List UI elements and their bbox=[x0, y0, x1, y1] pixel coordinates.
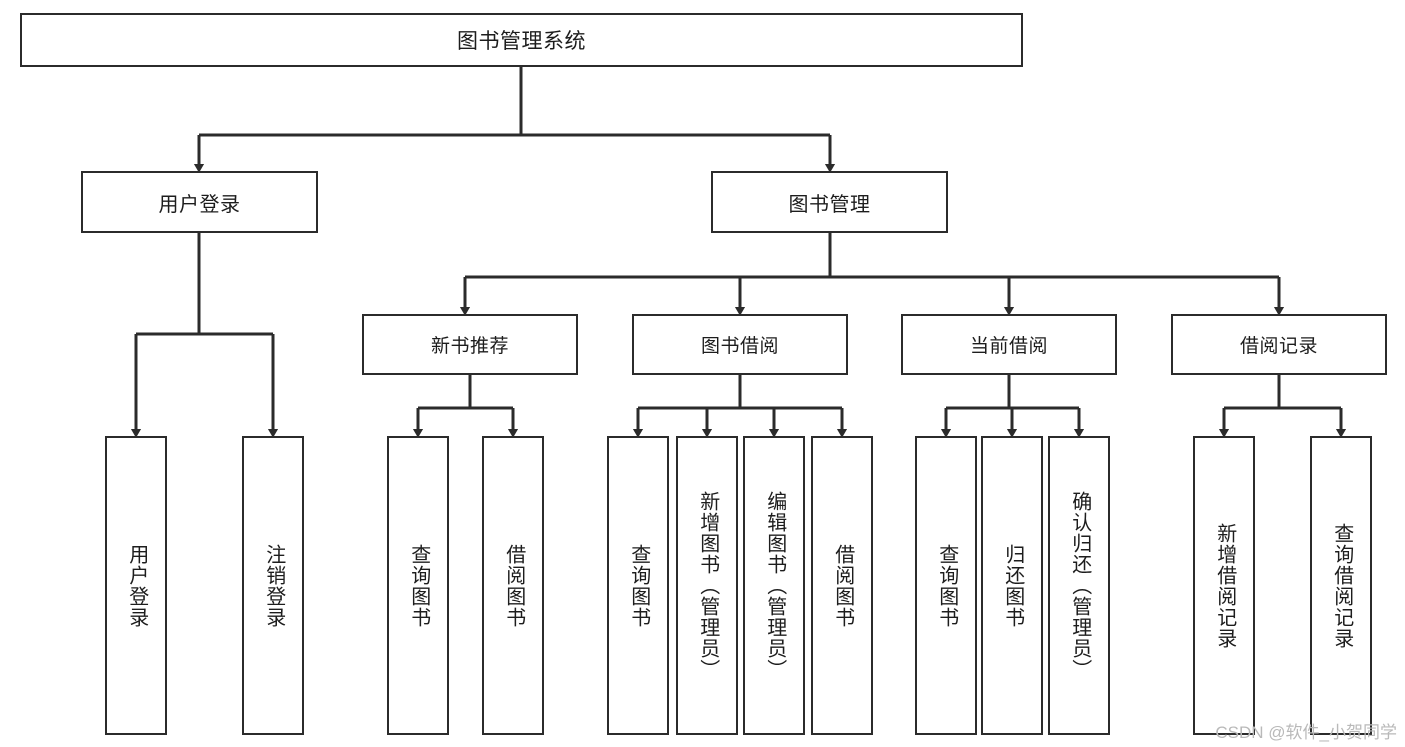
leaf-current-borrow-return[interactable]: 归还图书 bbox=[981, 436, 1043, 735]
leaf-book-borrow-query[interactable]: 查询图书 bbox=[607, 436, 669, 735]
leaf-user-login-login[interactable]: 用户登录 bbox=[105, 436, 167, 735]
leaf-new-book-query[interactable]: 查询图书 bbox=[387, 436, 449, 735]
leaf-current-borrow-confirm[interactable]: 确认归还（管理员） bbox=[1048, 436, 1110, 735]
node-label: 当前借阅 bbox=[969, 336, 1048, 357]
node-label: 查询图书 bbox=[935, 543, 958, 628]
node-new-book-recommend[interactable]: 新书推荐 bbox=[362, 314, 578, 375]
node-label: 注销登录 bbox=[262, 543, 285, 628]
leaf-borrow-record-query[interactable]: 查询借阅记录 bbox=[1310, 436, 1372, 735]
node-label: 用户登录 bbox=[158, 193, 241, 216]
node-book-borrow[interactable]: 图书借阅 bbox=[632, 314, 848, 375]
node-label: 新书推荐 bbox=[430, 336, 509, 357]
node-label: 借阅记录 bbox=[1239, 336, 1318, 357]
node-borrow-record[interactable]: 借阅记录 bbox=[1171, 314, 1387, 375]
node-label: 编辑图书（管理员） bbox=[763, 491, 786, 680]
node-label: 借阅图书 bbox=[502, 543, 525, 628]
node-book-management[interactable]: 图书管理 bbox=[711, 171, 948, 233]
node-label: 用户登录 bbox=[125, 543, 148, 628]
leaf-book-borrow-lend[interactable]: 借阅图书 bbox=[811, 436, 873, 735]
leaf-book-borrow-edit[interactable]: 编辑图书（管理员） bbox=[743, 436, 805, 735]
node-current-borrow[interactable]: 当前借阅 bbox=[901, 314, 1117, 375]
leaf-book-borrow-add[interactable]: 新增图书（管理员） bbox=[676, 436, 738, 735]
node-root-system[interactable]: 图书管理系统 bbox=[20, 13, 1023, 67]
node-label: 查询借阅记录 bbox=[1330, 522, 1353, 649]
node-label: 图书管理 bbox=[788, 193, 871, 216]
node-label: 借阅图书 bbox=[831, 543, 854, 628]
leaf-user-login-logout[interactable]: 注销登录 bbox=[242, 436, 304, 735]
watermark: CSDN @软件_小贺同学 bbox=[1215, 723, 1397, 742]
node-label: 图书管理系统 bbox=[457, 30, 586, 53]
leaf-new-book-borrow[interactable]: 借阅图书 bbox=[482, 436, 544, 735]
leaf-borrow-record-add[interactable]: 新增借阅记录 bbox=[1193, 436, 1255, 735]
node-label: 新增图书（管理员） bbox=[696, 491, 719, 680]
node-label: 查询图书 bbox=[627, 543, 650, 628]
node-label: 确认归还（管理员） bbox=[1068, 491, 1091, 680]
node-label: 查询图书 bbox=[407, 543, 430, 628]
leaf-current-borrow-query[interactable]: 查询图书 bbox=[915, 436, 977, 735]
node-label: 新增借阅记录 bbox=[1213, 522, 1236, 649]
node-label: 图书借阅 bbox=[700, 336, 779, 357]
node-user-login[interactable]: 用户登录 bbox=[81, 171, 318, 233]
node-label: 归还图书 bbox=[1001, 543, 1024, 628]
